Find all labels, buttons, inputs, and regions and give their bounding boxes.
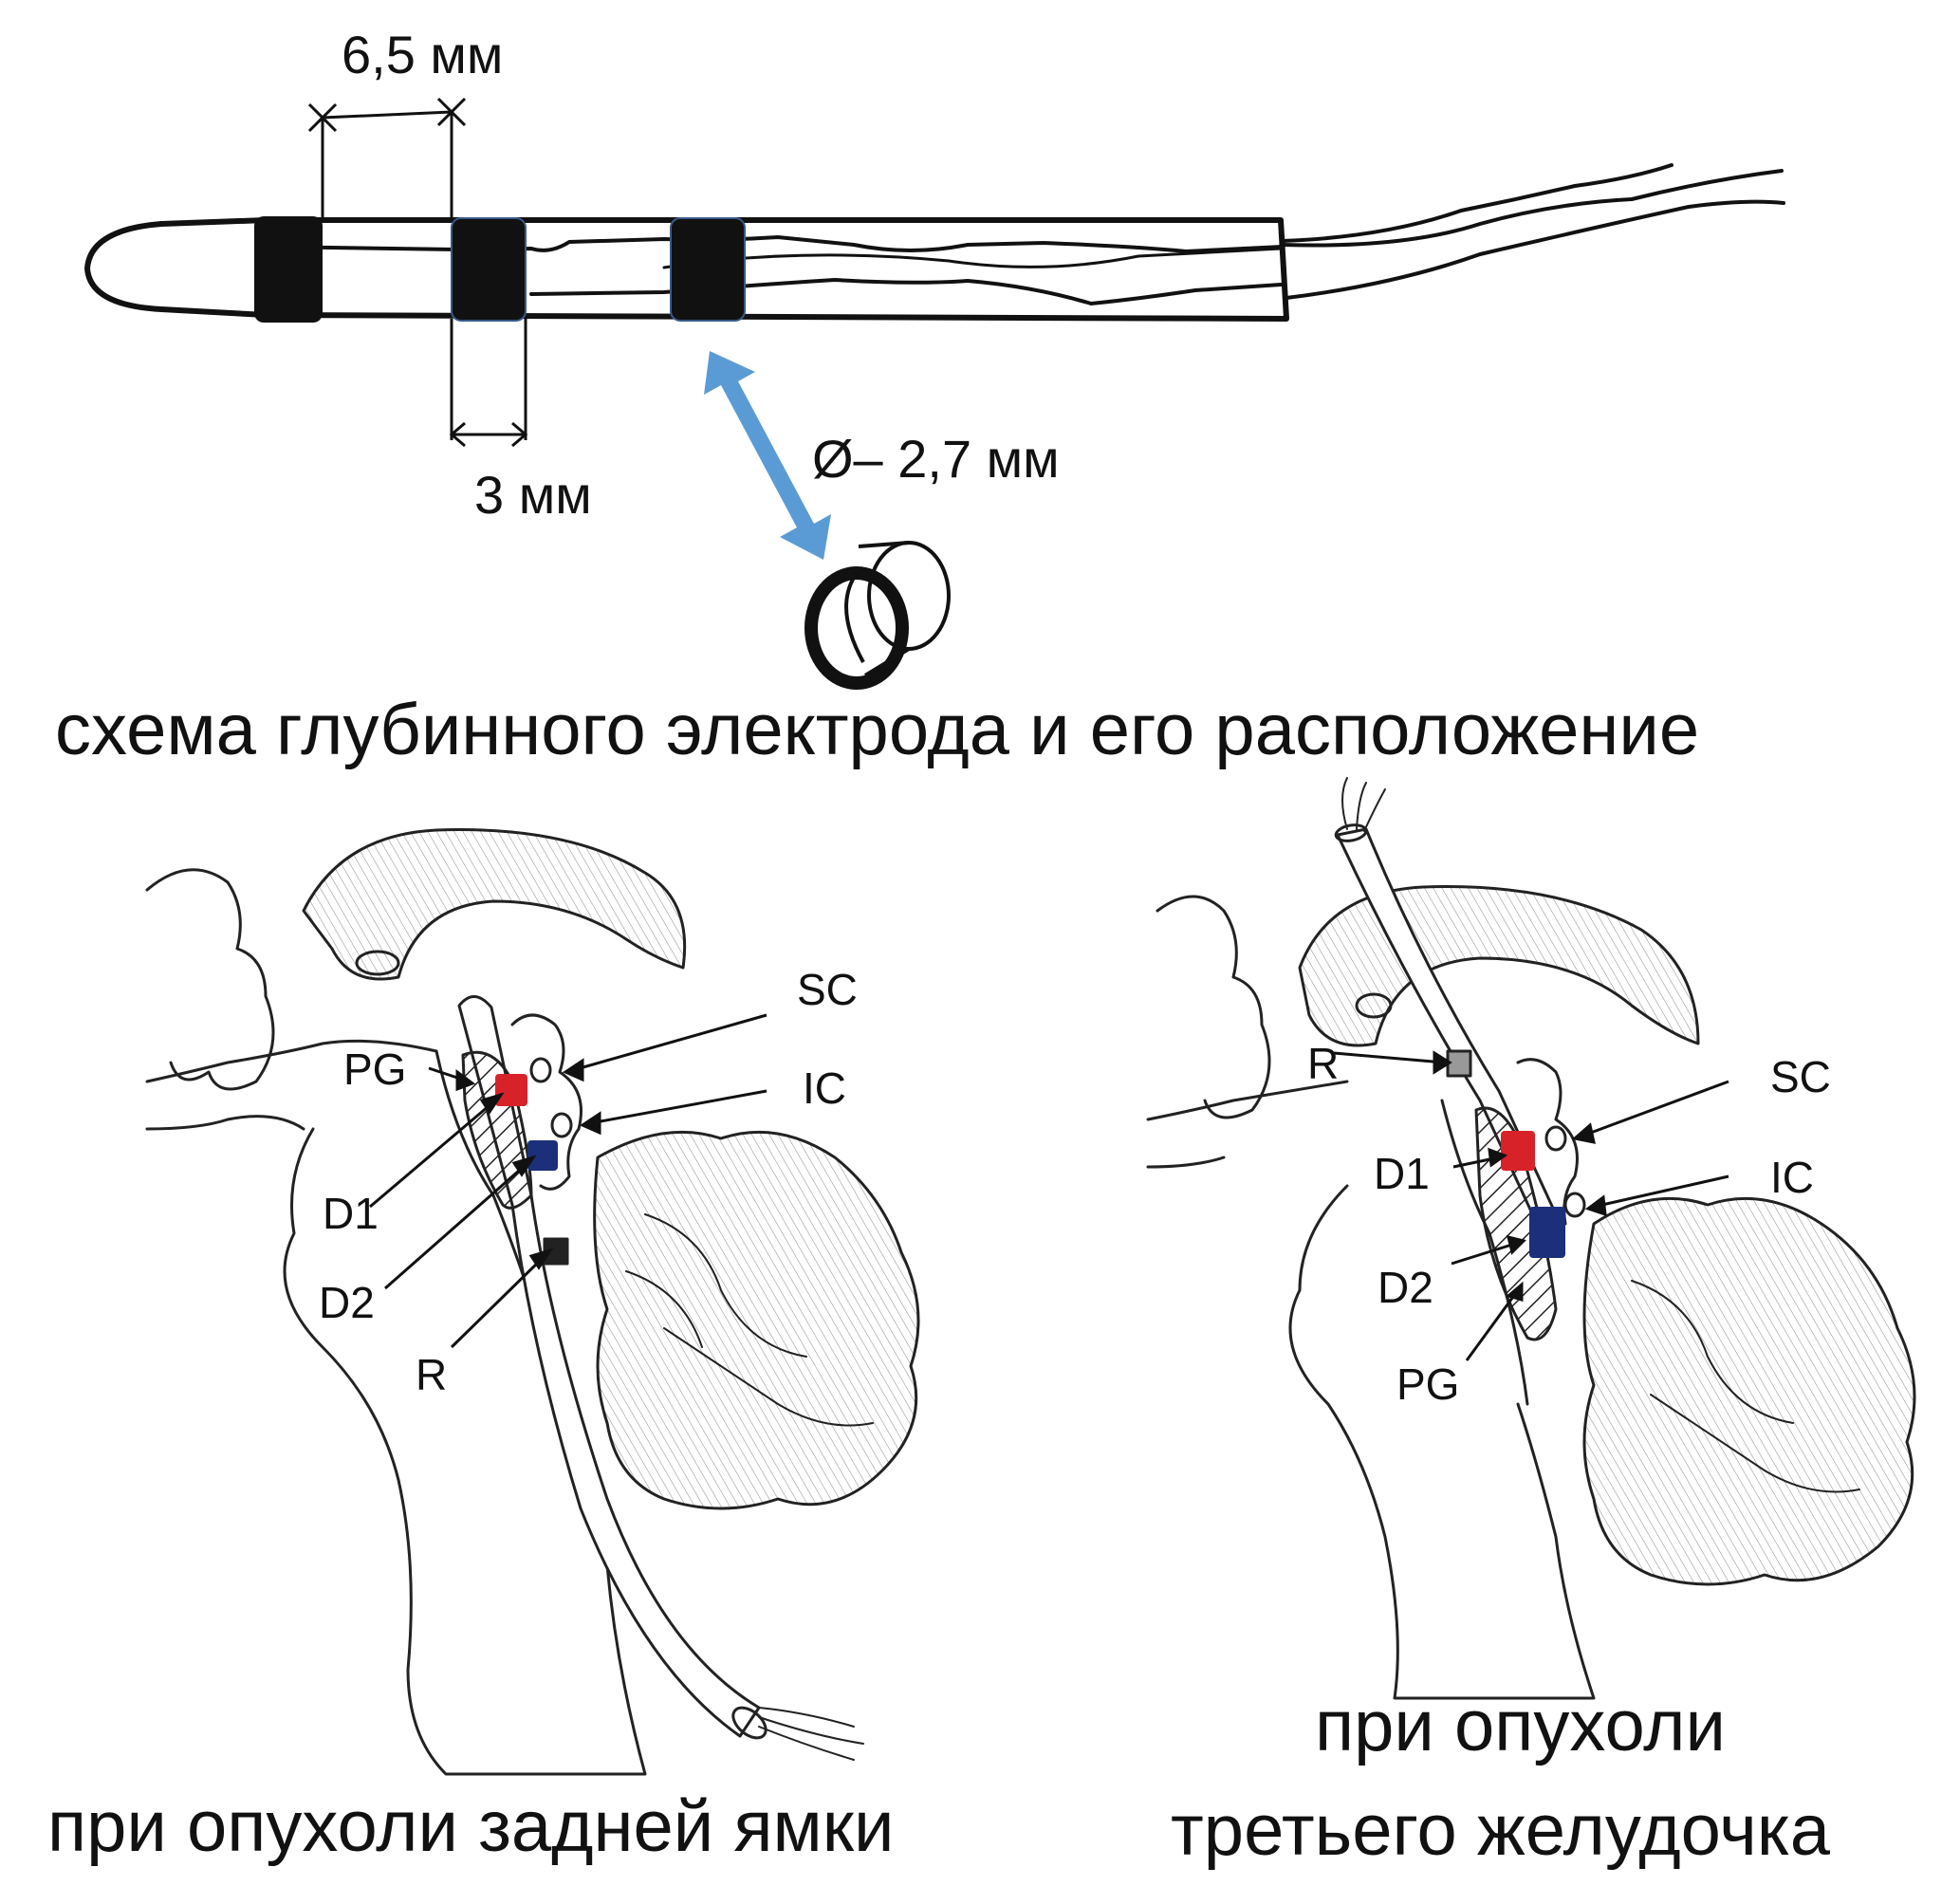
- right-contact-d1: [1501, 1131, 1535, 1171]
- right-label-ic: IC: [1770, 1156, 1814, 1199]
- contact-2: [452, 218, 526, 321]
- left-label-r: R: [416, 1353, 447, 1396]
- right-caption-line1: при опухоли: [1315, 1691, 1726, 1763]
- right-label-pg: PG: [1396, 1362, 1459, 1406]
- left-label-d1: D1: [323, 1192, 379, 1235]
- left-label-sc: SC: [797, 968, 858, 1011]
- dimension-spacing-label: 6,5 мм: [342, 28, 503, 82]
- electrode-schematic: [0, 0, 1960, 702]
- schematic-caption: схема глубинного электрода и его располо…: [55, 694, 1699, 767]
- right-caption-line2: третьего желудочка: [1171, 1795, 1830, 1867]
- right-label-sc: SC: [1770, 1055, 1831, 1099]
- left-caption: при опухоли задней ямки: [47, 1791, 894, 1863]
- left-label-pg: PG: [343, 1047, 406, 1091]
- ring-cylinder: [811, 543, 949, 683]
- dimension-diameter-label: Ø– 2,7 мм: [812, 433, 1060, 486]
- right-contact-d2: [1529, 1207, 1565, 1258]
- right-label-d2: D2: [1378, 1266, 1433, 1309]
- right-label-r: R: [1307, 1042, 1339, 1085]
- right-label-d1: D1: [1374, 1152, 1430, 1195]
- contact-3: [671, 218, 745, 321]
- left-contact-d1: [495, 1074, 527, 1106]
- left-label-ic: IC: [803, 1066, 846, 1110]
- dimension-width-label: 3 мм: [474, 469, 592, 522]
- left-label-d2: D2: [319, 1281, 375, 1324]
- left-contact-d2: [527, 1140, 558, 1171]
- contact-1: [254, 216, 323, 323]
